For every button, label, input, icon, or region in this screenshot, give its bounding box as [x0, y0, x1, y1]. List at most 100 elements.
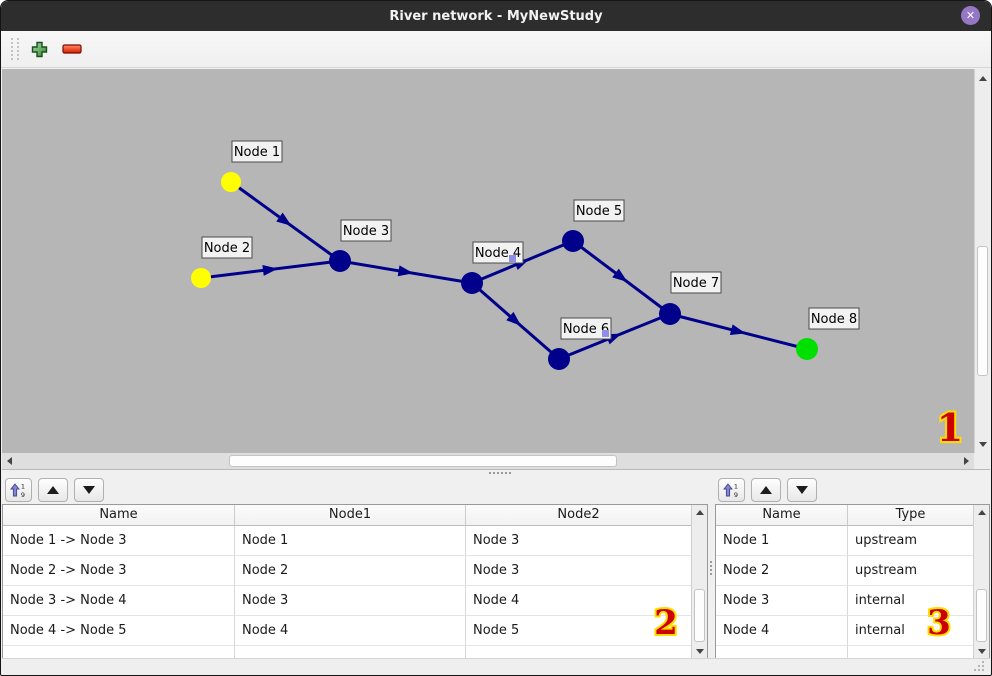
move-up-button[interactable] — [751, 478, 781, 502]
cell-node1: Node 2 — [235, 556, 466, 586]
scroll-left-icon[interactable] — [3, 453, 16, 469]
table-row[interactable]: Node 1 upstream — [716, 526, 973, 556]
node-label-node-8[interactable]: Node 8 — [808, 307, 860, 330]
links-table: Name Node1 Node2 Node 1 -> Node 3 Node 1… — [2, 504, 708, 659]
nodes-table-scrollbar[interactable] — [973, 505, 989, 658]
titlebar[interactable]: River network - MyNewStudy ✕ — [1, 1, 991, 31]
svg-text:Node 7: Node 7 — [673, 276, 719, 291]
node-label-node-3[interactable]: Node 3 — [340, 219, 392, 242]
move-up-button[interactable] — [38, 478, 68, 502]
table-row[interactable] — [3, 646, 691, 658]
move-down-button[interactable] — [74, 478, 104, 502]
cell-node1: Node 3 — [235, 586, 466, 616]
svg-text:Node 5: Node 5 — [576, 204, 622, 219]
scroll-right-icon[interactable] — [960, 453, 973, 469]
sort-button[interactable]: 1 9 — [5, 478, 32, 502]
node-label-node-7[interactable]: Node 7 — [670, 271, 722, 294]
edge-arrowhead-icon — [262, 264, 278, 276]
svg-text:1: 1 — [734, 483, 738, 491]
cell-name: Node 4 -> Node 5 — [3, 616, 235, 646]
lower-panels: 1 9 Name Node1 Node2 Node 1 -> Node 3 — [2, 475, 990, 659]
plus-icon — [31, 41, 47, 57]
svg-text:Node 6: Node 6 — [563, 322, 609, 337]
graph-node-5[interactable] — [562, 230, 584, 252]
sort-button[interactable]: 1 9 — [718, 478, 745, 502]
table-row[interactable]: Node 3 internal — [716, 586, 973, 616]
table-row[interactable]: Node 4 internal — [716, 616, 973, 646]
svg-text:Node 1: Node 1 — [234, 145, 280, 160]
cell-type: internal — [848, 616, 973, 646]
table-row[interactable]: Node 1 -> Node 3 Node 1 Node 3 — [3, 526, 691, 556]
close-icon[interactable]: ✕ — [961, 6, 980, 25]
column-header-name[interactable]: Name — [3, 505, 235, 526]
add-node-button[interactable] — [26, 36, 52, 62]
scroll-up-icon[interactable] — [974, 506, 989, 518]
node-label-node-6[interactable]: Node 6 — [560, 317, 612, 340]
graph-node-3[interactable] — [329, 250, 351, 272]
column-header-node1[interactable]: Node1 — [235, 505, 466, 526]
links-panel: 1 9 Name Node1 Node2 Node 1 -> Node 3 — [2, 475, 708, 659]
column-header-name[interactable]: Name — [716, 505, 848, 526]
horizontal-splitter[interactable] — [2, 469, 990, 475]
resize-grip[interactable] — [982, 669, 984, 671]
table-row[interactable]: Node 2 upstream — [716, 556, 973, 586]
scroll-down-icon[interactable] — [975, 437, 990, 451]
canvas-horizontal-scrollbar[interactable] — [2, 453, 990, 469]
links-scroll-thumb[interactable] — [694, 589, 705, 642]
scroll-up-icon[interactable] — [692, 506, 707, 518]
table-row[interactable]: Node 3 -> Node 4 Node 3 Node 4 — [3, 586, 691, 616]
remove-node-button[interactable] — [59, 36, 85, 62]
hscroll-track[interactable] — [2, 453, 974, 469]
cell-node2: Node 5 — [466, 616, 691, 646]
table-row[interactable]: Node 2 -> Node 3 Node 2 Node 3 — [3, 556, 691, 586]
up-arrow-icon — [47, 486, 59, 494]
scroll-down-icon[interactable] — [692, 645, 707, 657]
edge-handle[interactable] — [602, 330, 609, 337]
cell-name: Node 3 -> Node 4 — [3, 586, 235, 616]
status-bar — [2, 658, 990, 675]
scroll-up-icon[interactable] — [975, 71, 990, 85]
column-header-node2[interactable]: Node2 — [466, 505, 691, 526]
sort-ascending-icon: 1 9 — [723, 483, 738, 498]
cell-name: Node 2 -> Node 3 — [3, 556, 235, 586]
column-header-type[interactable]: Type — [848, 505, 973, 526]
graph-node-2[interactable] — [191, 268, 211, 288]
scroll-down-icon[interactable] — [974, 645, 989, 657]
up-arrow-icon — [760, 486, 772, 494]
graph-node-6[interactable] — [548, 348, 570, 370]
nodes-panel: 1 9 Name Type Node 1 upstream — [715, 475, 990, 659]
vertical-splitter[interactable] — [708, 475, 715, 659]
graph-node-7[interactable] — [659, 303, 681, 325]
node-label-node-2[interactable]: Node 2 — [201, 236, 253, 259]
edge-arrowhead-icon — [397, 265, 414, 277]
node-label-node-1[interactable]: Node 1 — [231, 140, 283, 163]
cell-type: upstream — [848, 556, 973, 586]
table-row[interactable] — [716, 646, 973, 658]
cell-name: Node 2 — [716, 556, 848, 586]
move-down-button[interactable] — [787, 478, 817, 502]
graph-node-1[interactable] — [221, 172, 241, 192]
canvas-hscroll-thumb[interactable] — [229, 455, 617, 467]
node-label-node-5[interactable]: Node 5 — [573, 199, 625, 222]
cell-node2: Node 3 — [466, 526, 691, 556]
cell-node1: Node 4 — [235, 616, 466, 646]
links-toolbar: 1 9 — [5, 478, 104, 503]
canvas-vertical-scrollbar[interactable] — [974, 69, 990, 453]
edge-handle[interactable] — [509, 255, 516, 262]
canvas-vscroll-thumb[interactable] — [977, 246, 988, 376]
svg-text:Node 2: Node 2 — [204, 241, 250, 256]
links-table-scrollbar[interactable] — [691, 505, 707, 658]
edge-arrowhead-icon — [729, 324, 746, 335]
cell-name: Node 1 -> Node 3 — [3, 526, 235, 556]
graph-node-8[interactable] — [796, 338, 818, 360]
minus-icon — [62, 44, 82, 54]
table-row[interactable]: Node 4 -> Node 5 Node 4 Node 5 — [3, 616, 691, 646]
down-arrow-icon — [796, 486, 808, 494]
nodes-scroll-thumb[interactable] — [976, 589, 987, 642]
nodes-table: Name Type Node 1 upstream Node 2 upstrea… — [715, 504, 990, 659]
graph-node-4[interactable] — [461, 272, 483, 294]
toolbar-grip-handle[interactable] — [11, 38, 19, 60]
